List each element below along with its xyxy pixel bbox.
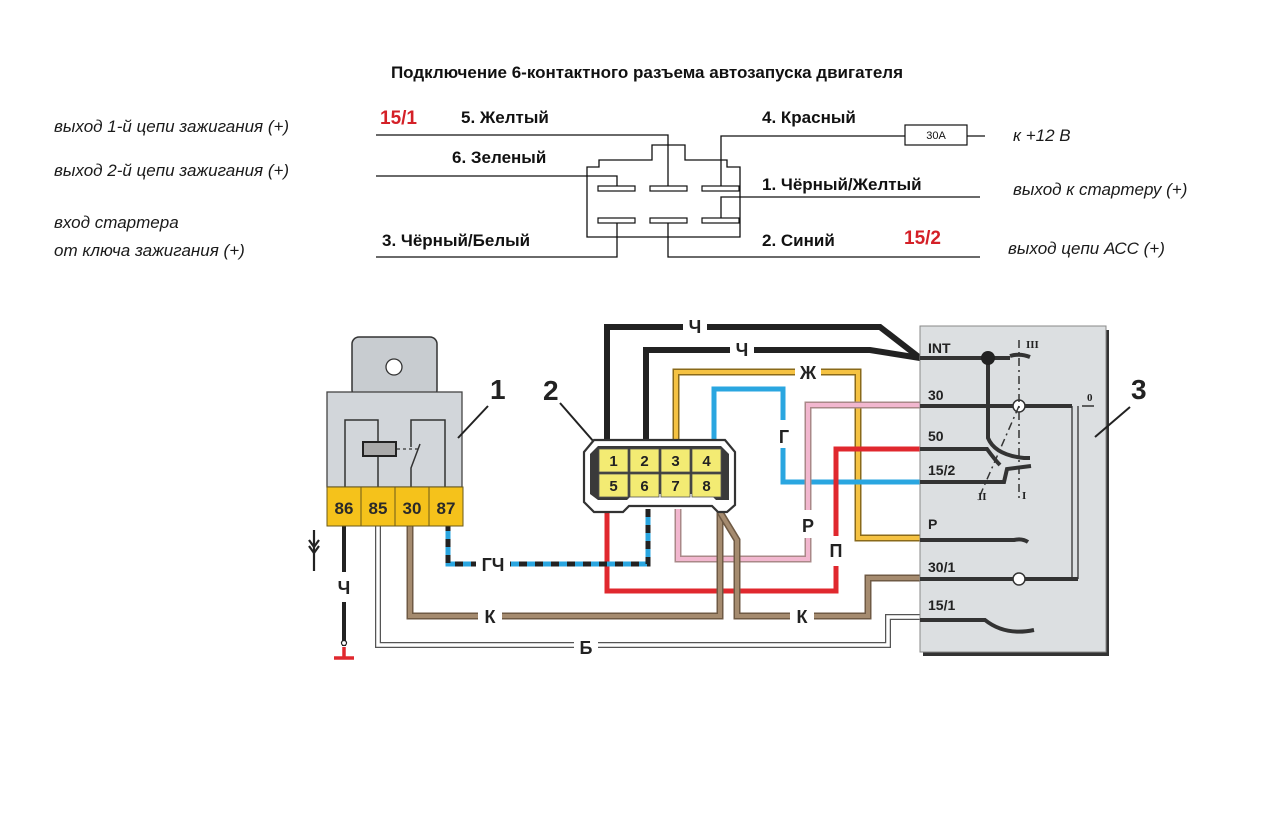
wire-brown-right [717, 510, 920, 620]
ground-symbol [334, 647, 354, 660]
callout-connector: 2 [543, 375, 559, 406]
connector-pin-label: 3 [671, 453, 679, 470]
code-blue-black: ГЧ [482, 555, 505, 575]
terminal-50: 50 [928, 428, 944, 444]
relay-pin-86: 86 [326, 486, 362, 527]
terminal-15-1: 15/1 [928, 597, 955, 613]
wire-label-2: 2. Синий [762, 231, 835, 250]
code-red: П [830, 541, 843, 561]
code-brown-right: К [797, 607, 809, 627]
connector-pin-grid: 1 2 3 4 5 6 7 8 [598, 448, 722, 498]
terminal-30-1: 30/1 [928, 559, 955, 575]
wire-label-6: 6. Зеленый [452, 148, 546, 167]
connector-pin-label: 5 [609, 478, 617, 495]
code-pink: Р [802, 516, 814, 536]
terminal-15-2: 15/2 [928, 462, 955, 478]
fuse-label: 30A [926, 130, 946, 142]
label-ign2-out: выход 2-й цепи зажигания (+) [54, 161, 289, 180]
code-white: Б [580, 638, 593, 658]
connector-pin-label: 6 [640, 478, 648, 495]
wire-label-5: 5. Желтый [461, 108, 549, 127]
relay-pin-block: 86 85 30 87 [326, 486, 464, 527]
connector-pin-8: 8 [691, 473, 722, 498]
connector-pin-label: 2 [640, 453, 648, 470]
relay-pin-30: 30 [394, 486, 430, 527]
terminal-30: 30 [928, 387, 944, 403]
fuse [904, 124, 968, 146]
connector-pin-label: 8 [702, 478, 710, 495]
relay: 1 86 85 30 87 [326, 336, 506, 527]
connector-pin-2: 2 [629, 448, 660, 473]
position-iii: III [1026, 339, 1039, 351]
connector-pin-label: 7 [671, 478, 679, 495]
callout-ignition-switch: 3 [1131, 374, 1147, 405]
connector-pin-7: 7 [660, 473, 691, 498]
connector-pin-label: 1 [609, 453, 617, 470]
code-15-2: 15/2 [904, 228, 941, 249]
position-ii: II [978, 491, 987, 503]
label-ign1-out: выход 1-й цепи зажигания (+) [54, 117, 289, 136]
relay-pin-label: 86 [335, 499, 354, 518]
wire-blue [711, 386, 920, 485]
relay-pin-label: 87 [437, 499, 456, 518]
relay-pin-label: 85 [369, 499, 388, 518]
connector-housing-outline [586, 144, 741, 238]
label-plus12: к +12 В [1013, 126, 1071, 145]
relay-pin-85: 85 [360, 486, 396, 527]
wire-label-4: 4. Красный [762, 108, 856, 127]
terminal-int: INT [928, 340, 951, 356]
connector-terminals [597, 185, 740, 224]
code-ground-black: Ч [338, 578, 351, 598]
connector-pin-5: 5 [598, 473, 629, 498]
ignition-switch: 3 INT 30 50 15/2 P 30/1 15/1 [919, 325, 1147, 656]
wire-label-1: 1. Чёрный/Желтый [762, 175, 922, 194]
wire-harness [308, 324, 922, 660]
label-starter-out: выход к стартеру (+) [1013, 180, 1187, 199]
label-acc-out: выход цепи АСС (+) [1008, 239, 1165, 258]
code-15-1: 15/1 [380, 108, 417, 129]
code-yellow: Ж [799, 363, 817, 383]
callout-relay: 1 [490, 374, 506, 405]
down-arrow-icon [308, 530, 320, 571]
harness-connector: 2 1 2 3 4 5 6 7 8 [543, 375, 737, 514]
wire-code-labels: Ч Ч Ж Г Р П ГЧ К К Б Ч [334, 315, 846, 658]
connector-pin-3: 3 [660, 448, 691, 473]
label-starter-in-2: от ключа зажигания (+) [54, 241, 245, 260]
relay-pin-87: 87 [428, 486, 464, 527]
position-0: 0 [1087, 392, 1093, 404]
code-black-top: Ч [689, 317, 702, 337]
wire-black-top [604, 324, 922, 442]
code-black-second: Ч [736, 340, 749, 360]
connector-pin-4: 4 [691, 448, 722, 473]
connector-pin-6: 6 [629, 473, 660, 498]
relay-pin-label: 30 [403, 499, 422, 518]
wire-label-3: 3. Чёрный/Белый [382, 231, 530, 250]
code-blue: Г [779, 427, 789, 447]
connector-pin-label: 4 [702, 453, 711, 470]
position-i: I [1022, 490, 1026, 502]
label-starter-in-1: вход стартера [54, 213, 179, 232]
terminal-p: P [928, 516, 937, 532]
code-brown-left: К [485, 607, 497, 627]
bottom-wiring-schematic: Ч Ч Ж Г Р П ГЧ К К Б Ч [308, 315, 1147, 660]
connector-pin-1: 1 [598, 448, 629, 473]
top-wires [376, 134, 985, 258]
top-connector-schematic: выход 1-й цепи зажигания (+) выход 2-й ц… [54, 108, 1187, 260]
diagram-title: Подключение 6-контактного разъема автоза… [391, 63, 903, 82]
wire-black-second [643, 347, 921, 442]
